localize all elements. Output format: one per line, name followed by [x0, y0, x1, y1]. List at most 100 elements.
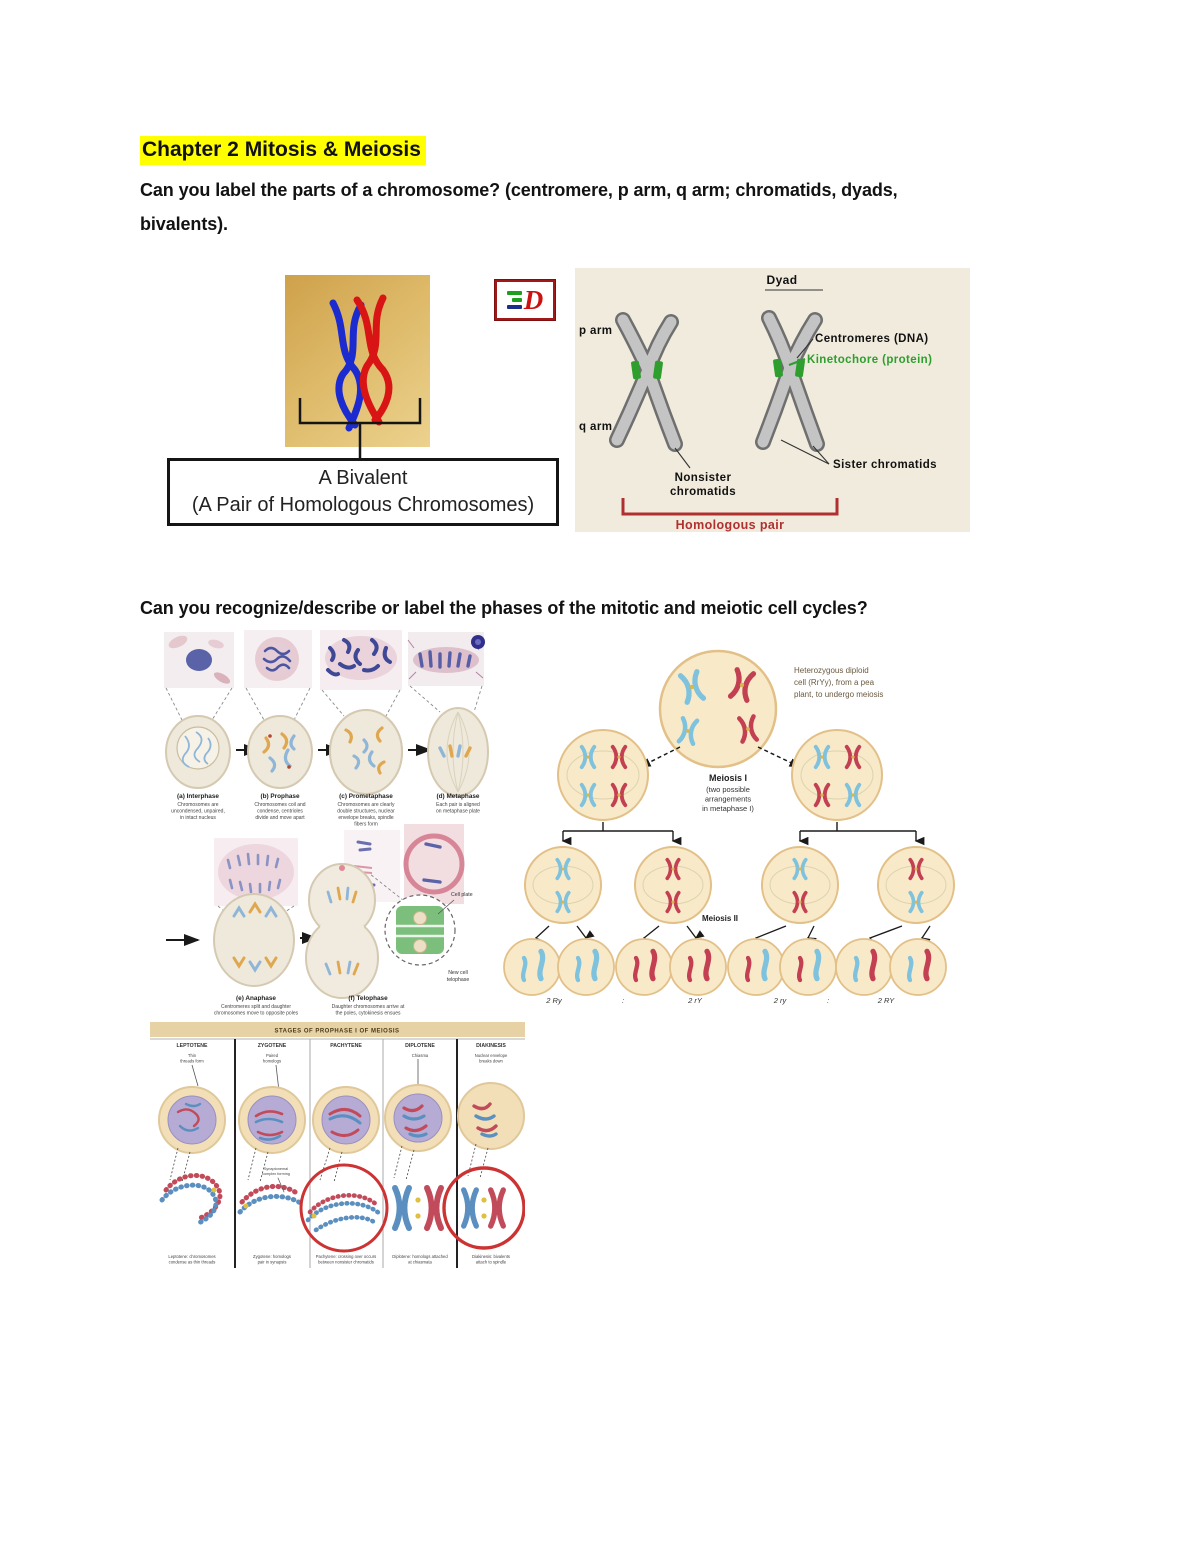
bracket-right	[798, 822, 925, 846]
column-headers: LEPTOTENE ZYGOTENE PACHYTENE DIPLOTENE D…	[176, 1043, 506, 1049]
stage-d-label: (d) Metaphase	[437, 793, 480, 800]
cap-a1: Chromosomes are	[177, 802, 218, 808]
chromosome-anatomy-svg: Dyad p arm q arm Centromeres (DNA) Kinet…	[579, 273, 937, 532]
right-kinetochore-band	[773, 358, 783, 378]
left-kinetochore-band	[631, 360, 641, 380]
cap-b1: Chromosomes coil and	[254, 802, 305, 808]
col4-cap2: at chiasmata	[408, 1260, 432, 1265]
metaphase2-cell-1	[524, 846, 602, 924]
cap-b2: condense, centrioles	[257, 809, 303, 815]
ed-logo-bars-icon	[506, 291, 522, 309]
q-arm-label: q arm	[579, 421, 612, 433]
p-arm-label: p arm	[579, 325, 612, 337]
nonsister-label-1: Nonsister	[675, 472, 732, 484]
metaphase1-cell-right	[791, 729, 883, 821]
prometaphase-micrograph	[320, 630, 402, 690]
homologous-bracket	[621, 498, 839, 516]
stage-b-label: (b) Prophase	[260, 793, 300, 800]
kinetochore-label: Kinetochore (protein)	[807, 354, 932, 366]
col1-note1: Thin	[188, 1053, 197, 1058]
prophase-cells	[158, 1082, 525, 1154]
ratio-colon-1: :	[622, 996, 624, 1005]
prophase-cell	[247, 715, 313, 789]
cell-plate-inset	[384, 894, 456, 966]
bivalent-caption-line1: A Bivalent	[318, 467, 408, 489]
cap-f1: Daughter chromosomes arrive at	[332, 1004, 405, 1010]
cap-a3: in intact nucleus	[180, 815, 216, 821]
meiosis1-note2: arrangements	[705, 795, 752, 804]
blue-chromosome	[329, 299, 365, 432]
meiosis-figure: Heterozygous diploid cell (RrYy), from a…	[503, 649, 955, 1005]
prophase-title: STAGES OF PROPHASE I OF MEIOSIS	[274, 1029, 399, 1035]
bivalent-caption-box: A Bivalent (A Pair of Homologous Chromos…	[167, 458, 559, 526]
prophase-micrograph	[244, 630, 312, 688]
cap-f2: the poles, cytokinesis ensues	[335, 1011, 401, 1017]
col1-note2: threads form	[180, 1059, 204, 1064]
note-line3: plant, to undergo meiosis	[794, 690, 883, 699]
bivalent-caption-line2: (A Pair of Homologous Chromosomes)	[191, 494, 535, 516]
telophase-micrograph-2	[403, 824, 465, 904]
right-chromosome	[755, 310, 825, 452]
col5-note2: breaks down	[479, 1059, 503, 1064]
right-kinetochore-band2	[795, 358, 805, 378]
interphase-cell	[165, 715, 231, 789]
new-cell-label-2: telophase	[447, 977, 470, 983]
metaphase-cell	[427, 707, 489, 797]
prometaphase-cell	[329, 709, 403, 795]
cap-c1: Chromosomes are clearly	[338, 802, 395, 808]
homologous-pair-label: Homologous pair	[676, 518, 785, 532]
gamete-cells	[503, 938, 947, 996]
funnel-lines-1	[165, 685, 483, 721]
question-1-line1: Can you label the parts of a chromosome?…	[140, 180, 898, 200]
prophase1-figure: STAGES OF PROPHASE I OF MEIOSIS LEPTOTEN…	[150, 1022, 525, 1268]
left-chromosome	[609, 312, 683, 452]
cap-e2: chromosomes move to opposite poles	[214, 1011, 299, 1017]
ratio-2: 2 rY	[687, 996, 703, 1005]
cap-c3: envelope breaks, spindle	[338, 815, 394, 821]
left-kinetochore-band2	[653, 360, 663, 380]
note-pointer-lines	[191, 1059, 419, 1108]
diakinesis-drawing	[442, 1166, 525, 1250]
zygotene-drawing	[237, 1177, 305, 1215]
col2-cap1: Zygotene: homologs	[253, 1254, 291, 1259]
ratio-colon-2: :	[827, 996, 829, 1005]
diploid-cell	[658, 649, 778, 769]
cap-e1: Centromeres split and daughter	[221, 1004, 291, 1010]
note-line2: cell (RrYy), from a pea	[794, 678, 875, 687]
ratio-4: 2 RY	[877, 996, 895, 1005]
cell-plate-label: Cell plate	[451, 892, 473, 898]
note-line1: Heterozygous diploid	[794, 666, 869, 675]
leptotene-drawing	[159, 1173, 223, 1227]
col2-note2: homologs	[263, 1059, 281, 1064]
synaptonemal-label-1: Synaptonemal	[264, 1167, 288, 1171]
column-separators	[234, 1039, 458, 1268]
ratio-3: 2 ry	[773, 996, 788, 1005]
prophase-captions: Leptotene: chromosomes condense as thin …	[168, 1254, 510, 1265]
new-cell-label-1: New cell	[448, 970, 468, 976]
stage-c-label: (c) Prometaphase	[339, 793, 393, 800]
interphase-micrograph	[164, 632, 234, 688]
dyad-label: Dyad	[767, 273, 798, 287]
centromeres-label: Centromeres (DNA)	[815, 333, 929, 345]
gamete-ratio-labels: 2 Ry : 2 rY 2 ry : 2 RY	[545, 996, 895, 1005]
chapter-title: Chapter 2 Mitosis & Meiosis	[140, 136, 426, 165]
col1-cap1: Leptotene: chromosomes	[168, 1254, 215, 1259]
column-notes: Thin threads form Paired homologs Chiasm…	[180, 1053, 508, 1064]
col4-cap1: Diplotene: homologs attached	[392, 1254, 448, 1259]
metaphase2-cell-3	[761, 846, 839, 924]
cap-d2: on metaphase plate	[436, 809, 480, 815]
col3-header: PACHYTENE	[330, 1043, 362, 1049]
bracket-left	[561, 822, 682, 846]
mitosis-figure: (a) Interphase (b) Prophase (c) Prometap…	[164, 630, 489, 1017]
col2-cap2: pair in synapsis	[258, 1260, 287, 1265]
gamete-arrows	[535, 925, 931, 947]
stage-labels-1: (a) Interphase (b) Prophase (c) Prometap…	[177, 793, 480, 800]
col4-header: DIPLOTENE	[405, 1043, 435, 1049]
ed-logo-letter: D	[523, 284, 544, 315]
question-1-line2: bivalents).	[140, 214, 228, 234]
cap-c2: double structures, nuclear	[337, 809, 395, 815]
cap-b3: divide and move apart	[255, 815, 305, 821]
chapter-title-text: Chapter 2 Mitosis & Meiosis	[140, 136, 426, 165]
stage-f-label: (f) Telophase	[348, 995, 388, 1002]
